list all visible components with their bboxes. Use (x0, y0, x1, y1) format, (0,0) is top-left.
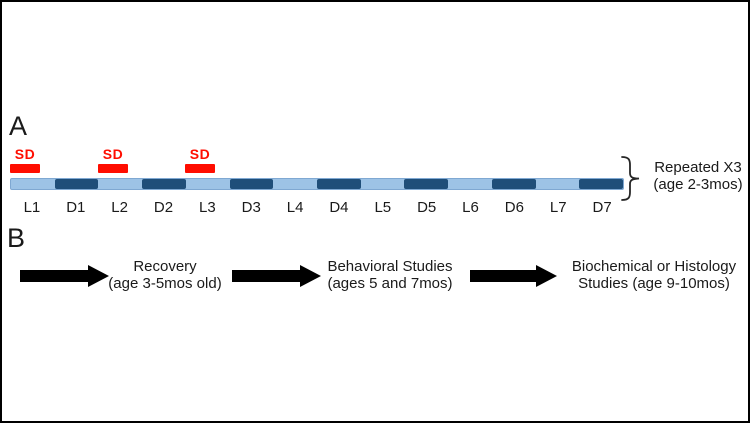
segment-label: L4 (286, 199, 304, 216)
arrow-to-recovery (20, 265, 109, 287)
repeat-bracket-icon (621, 156, 640, 201)
repeat-note-line2: (age 2-3mos) (653, 176, 743, 193)
segment-label: L5 (374, 199, 392, 216)
sd-bar (10, 164, 40, 173)
sd-label: SD (14, 146, 36, 162)
repeat-note: Repeated X3 (age 2-3mos) (646, 159, 748, 193)
step-line1: Biochemical or Histology (571, 258, 737, 275)
cycle-segment-L3 (186, 179, 230, 189)
cycle-segment-labels: L1 D1 L2 D2 L3 D3 L4 D4 L5 D5 L6 D6 L7 D… (10, 200, 624, 216)
segment-label: D4 (329, 199, 349, 216)
segment-label: D2 (153, 199, 174, 216)
step-line2: (age 3-5mos old) (108, 275, 222, 292)
cycle-segment-D5 (404, 179, 449, 189)
cycle-segment-L6 (448, 179, 492, 189)
segment-label: D1 (66, 199, 86, 216)
cycle-segment-L1 (11, 179, 55, 189)
sd-bar (185, 164, 215, 173)
step-recovery: Recovery (age 3-5mos old) (102, 258, 228, 292)
segment-label: D3 (241, 199, 261, 216)
step-line1: Behavioral Studies (327, 258, 453, 275)
sd-marker-1: SD (10, 147, 40, 173)
segment-label: L1 (23, 199, 41, 216)
arrow-shaft (470, 270, 536, 282)
segment-label: D7 (592, 199, 612, 216)
cycle-segment-D1 (54, 179, 99, 189)
arrow-to-behavioral-studies (232, 265, 321, 287)
segment-label: L3 (199, 199, 216, 216)
light-dark-cycle-bar (10, 178, 624, 190)
cycle-segment-L5 (361, 179, 405, 189)
cycle-segment-D4 (317, 179, 361, 189)
segment-label: D5 (417, 199, 437, 216)
segment-label: L7 (549, 199, 567, 216)
cycle-segment-L7 (536, 179, 580, 189)
panel-a-label: A (9, 111, 28, 141)
cycle-segment-D6 (491, 179, 536, 189)
repeat-note-line1: Repeated X3 (654, 159, 742, 176)
sd-marker-3: SD (185, 147, 215, 173)
step-line2: (ages 5 and 7mos) (327, 275, 453, 292)
arrow-head-icon (536, 265, 557, 287)
sd-label: SD (102, 146, 124, 162)
arrow-shaft (20, 270, 88, 282)
panel-b-label: B (7, 223, 26, 253)
sd-bar (98, 164, 128, 173)
cycle-segment-L2 (98, 179, 142, 189)
arrow-head-icon (300, 265, 321, 287)
step-biochemical-histology: Biochemical or Histology Studies (age 9-… (564, 258, 744, 292)
arrow-head-icon (88, 265, 109, 287)
arrow-shaft (232, 270, 300, 282)
cycle-segment-D2 (142, 179, 186, 189)
cycle-segment-L4 (273, 179, 317, 189)
step-line1: Recovery (133, 258, 197, 275)
step-line2: Studies (age 9-10mos) (578, 275, 730, 292)
segment-label: L2 (111, 199, 128, 216)
segment-label: L6 (462, 199, 479, 216)
sd-marker-2: SD (98, 147, 128, 173)
step-behavioral-studies: Behavioral Studies (ages 5 and 7mos) (322, 258, 458, 292)
arrow-to-biochemical-studies (470, 265, 557, 287)
cycle-segment-D7 (579, 179, 624, 189)
segment-label: D6 (504, 199, 524, 216)
cycle-segment-D3 (229, 179, 274, 189)
sd-label: SD (189, 146, 211, 162)
